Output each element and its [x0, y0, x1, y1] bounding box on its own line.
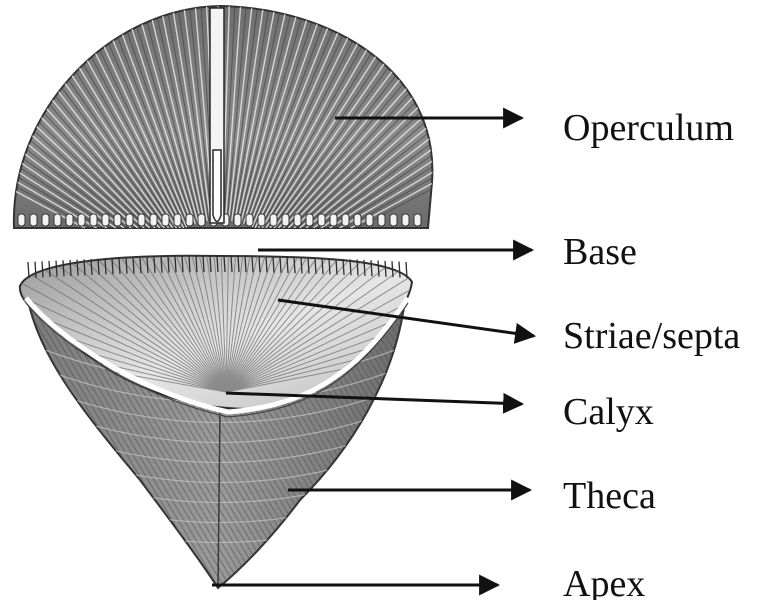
label-striae-septa: Striae/septa [563, 315, 740, 357]
label-base: Base [563, 231, 637, 273]
label-apex: Apex [563, 563, 645, 600]
operculum-illustration [0, 0, 512, 263]
label-theca: Theca [563, 475, 656, 517]
label-operculum: Operculum [563, 107, 734, 149]
label-calyx: Calyx [563, 391, 654, 433]
labels: Operculum Base Striae/septa Calyx Theca … [563, 107, 740, 600]
